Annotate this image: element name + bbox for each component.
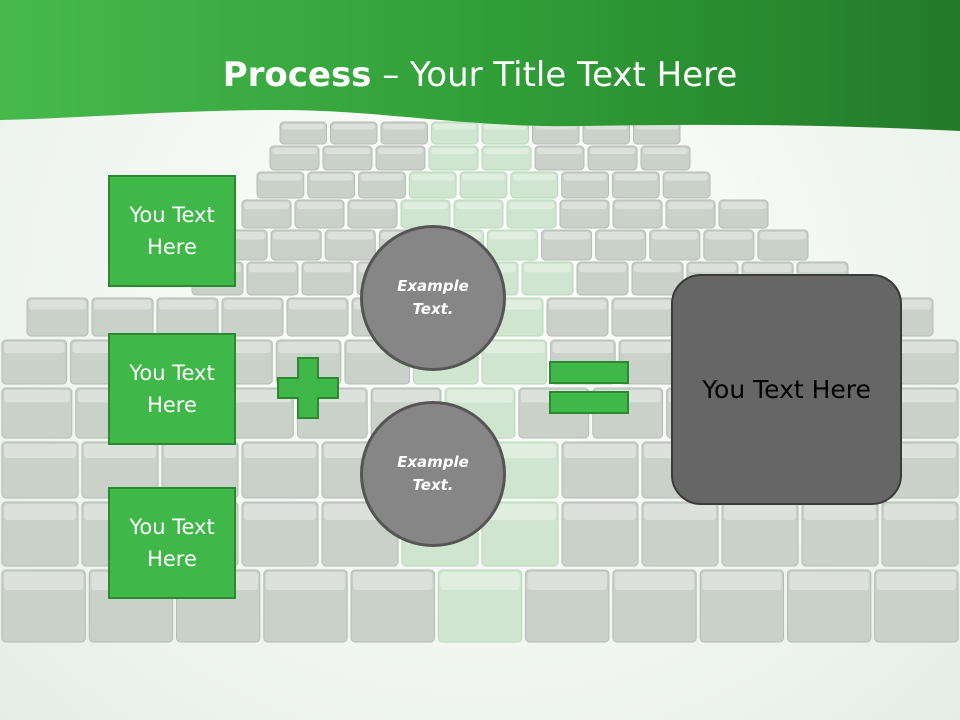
- bg-cube: [640, 145, 691, 171]
- bg-cube: [561, 171, 610, 199]
- bg-cube: [375, 145, 426, 171]
- bg-cube: [881, 501, 959, 567]
- bg-cube: [633, 121, 681, 145]
- bg-cube: [801, 501, 879, 567]
- bg-cube: [521, 261, 574, 296]
- bg-cube: [787, 569, 872, 643]
- bg-cube: [279, 121, 327, 145]
- bg-cube: [358, 171, 406, 199]
- bg-cube: [534, 145, 585, 171]
- bg-cube: [481, 145, 532, 171]
- bg-cube: [1, 569, 86, 643]
- bg-cube: [541, 229, 593, 261]
- bg-cube: [408, 171, 457, 199]
- bg-cube: [546, 297, 609, 337]
- bg-cube: [525, 569, 610, 643]
- bg-cube: [699, 569, 785, 643]
- bg-cube: [294, 199, 345, 229]
- bg-cube: [322, 145, 373, 171]
- bg-cube: [221, 297, 284, 337]
- bg-cube: [156, 297, 219, 337]
- bg-cube: [1, 339, 68, 385]
- title-banner: [0, 0, 960, 131]
- bg-cube: [506, 199, 557, 229]
- text-box-2: You Text Here: [108, 333, 236, 445]
- bg-cube: [487, 229, 539, 261]
- bg-cube: [241, 501, 319, 567]
- bg-cube: [270, 229, 322, 261]
- bg-cube: [223, 387, 294, 439]
- bg-cube: [561, 501, 639, 567]
- bg-cube: [453, 199, 504, 229]
- bg-cube: [286, 297, 349, 337]
- bg-cube: [263, 569, 348, 643]
- bg-cube: [611, 297, 674, 337]
- text-box-1: You Text Here: [108, 175, 236, 287]
- example-circle-1-text: Example Text.: [397, 277, 469, 318]
- bg-cube: [459, 171, 508, 199]
- bg-cube: [330, 121, 378, 145]
- bg-cube: [431, 121, 479, 145]
- bg-cube: [256, 171, 305, 199]
- bg-cube: [718, 199, 769, 229]
- example-circle-2-text: Example Text.: [397, 453, 469, 494]
- bg-cube: [662, 171, 711, 199]
- bg-cube: [269, 145, 320, 171]
- bg-cube: [1, 501, 79, 567]
- bg-cube: [1, 441, 79, 499]
- bg-cube: [510, 171, 559, 199]
- title-rest: – Your Title Text Here: [371, 55, 738, 95]
- bg-cube: [665, 199, 716, 229]
- bg-cube: [91, 297, 154, 337]
- bg-cube: [721, 501, 799, 567]
- bg-cube: [81, 441, 159, 499]
- bg-cube: [757, 229, 809, 261]
- bg-cube: [380, 121, 428, 145]
- example-circle-1: Example Text.: [360, 225, 506, 371]
- bg-cube: [612, 199, 663, 229]
- bg-cube: [1, 387, 73, 439]
- bg-cube: [481, 339, 548, 385]
- bg-cube: [611, 171, 660, 199]
- bg-cube: [892, 339, 959, 385]
- bg-cube: [559, 199, 610, 229]
- bg-cube: [400, 199, 451, 229]
- bg-cube: [887, 387, 959, 439]
- slide-title: Process – Your Title Text Here: [0, 52, 960, 98]
- bg-cube: [241, 199, 292, 229]
- bg-cube: [587, 145, 638, 171]
- bg-cube: [301, 261, 354, 296]
- bg-cube: [874, 569, 959, 643]
- bg-cube: [324, 229, 376, 261]
- bg-cube: [481, 501, 559, 567]
- bg-cube: [618, 339, 685, 385]
- bg-cube: [561, 441, 639, 499]
- bg-cube: [631, 261, 684, 296]
- bg-cube: [576, 261, 629, 296]
- result-box: You Text Here: [671, 274, 902, 505]
- bg-cube: [649, 229, 701, 261]
- bg-cube: [241, 441, 319, 499]
- bg-cube: [350, 569, 435, 643]
- bg-cube: [437, 569, 523, 643]
- bg-cube: [612, 569, 697, 643]
- bg-cube: [595, 229, 647, 261]
- plus-icon: [277, 357, 339, 419]
- bg-cube: [428, 145, 479, 171]
- bg-cube: [703, 229, 755, 261]
- title-bold: Process: [222, 55, 372, 95]
- bg-cube: [246, 261, 299, 296]
- text-box-3: You Text Here: [108, 487, 236, 599]
- example-circle-2: Example Text.: [360, 401, 506, 547]
- bg-cube: [641, 501, 719, 567]
- bg-cube: [347, 199, 398, 229]
- bg-cube: [307, 171, 356, 199]
- bg-cube: [481, 121, 529, 145]
- bg-cube: [26, 297, 89, 337]
- equals-icon: [549, 361, 629, 415]
